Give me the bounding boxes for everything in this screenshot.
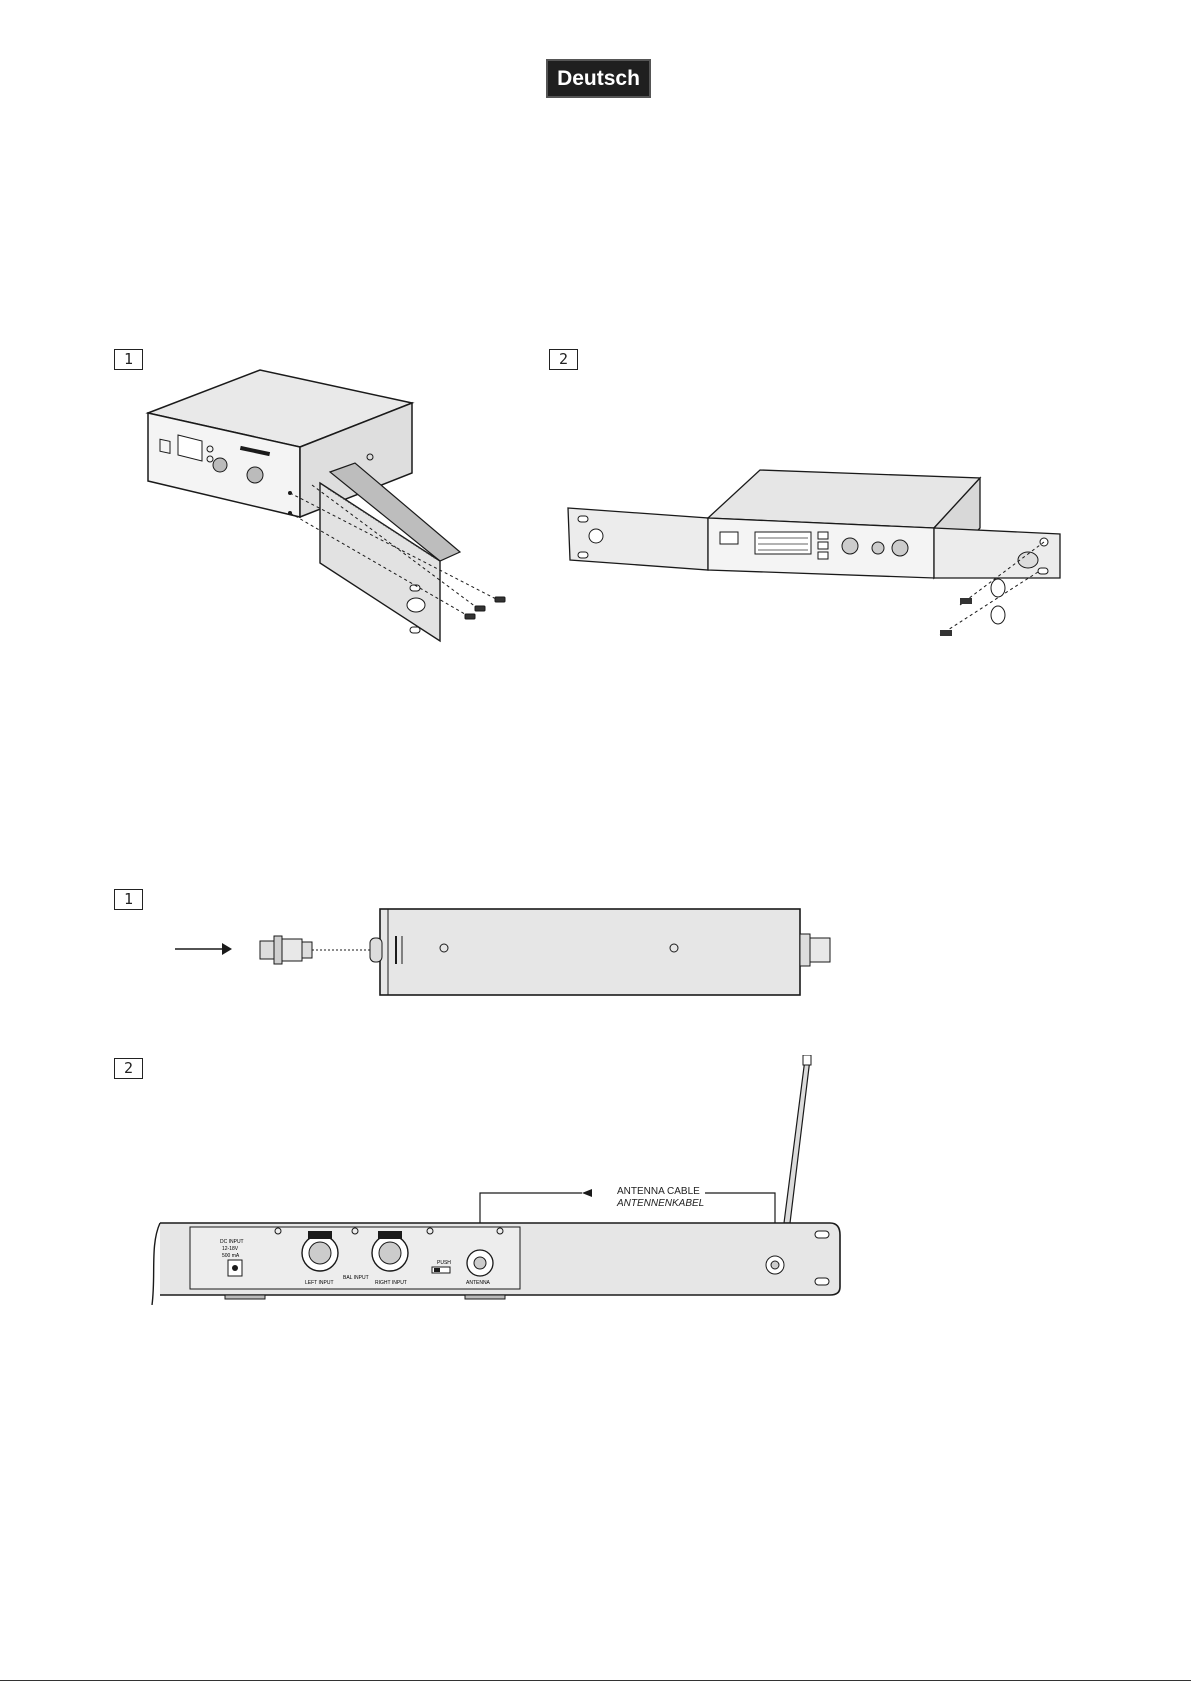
bnc-adapter-illustration bbox=[170, 900, 870, 1005]
step-number-1-antenna: 1 bbox=[114, 889, 143, 910]
receiver-rack-ears-illustration bbox=[560, 460, 1080, 650]
antenna-port-label: ANTENNA bbox=[466, 1280, 491, 1286]
antenna-cable-label-de: ANTENNENKABEL bbox=[617, 1198, 704, 1210]
rear-panel-illustration: DC INPUT 12-18V 500 mA LEFT INPUT BAL IN… bbox=[150, 1055, 850, 1305]
step-number-1-rack: 1 bbox=[114, 349, 143, 370]
dc-input-label: DC INPUT bbox=[220, 1239, 244, 1245]
page-bottom-rule bbox=[0, 1680, 1191, 1681]
antenna-cable-callout: ANTENNA CABLE ANTENNENKABEL bbox=[617, 1186, 704, 1210]
figure-antenna-step-2: DC INPUT 12-18V 500 mA LEFT INPUT BAL IN… bbox=[150, 1055, 850, 1305]
antenna-cable-label-en: ANTENNA CABLE bbox=[617, 1186, 704, 1198]
right-input-label: RIGHT INPUT bbox=[375, 1280, 407, 1286]
push-label: PUSH bbox=[437, 1260, 451, 1266]
figure-rack-bracket-step-1 bbox=[140, 365, 530, 655]
step-number-2-antenna: 2 bbox=[114, 1058, 143, 1079]
bal-input-label: BAL INPUT bbox=[343, 1275, 369, 1281]
figure-antenna-step-1 bbox=[170, 900, 870, 1005]
current-label: 500 mA bbox=[222, 1253, 240, 1259]
step-number-2-rack: 2 bbox=[549, 349, 578, 370]
language-badge: Deutsch bbox=[546, 59, 651, 98]
left-input-label: LEFT INPUT bbox=[305, 1280, 334, 1286]
voltage-label: 12-18V bbox=[222, 1246, 239, 1252]
receiver-isometric-illustration bbox=[140, 365, 530, 655]
figure-rack-bracket-step-2 bbox=[560, 460, 1080, 650]
